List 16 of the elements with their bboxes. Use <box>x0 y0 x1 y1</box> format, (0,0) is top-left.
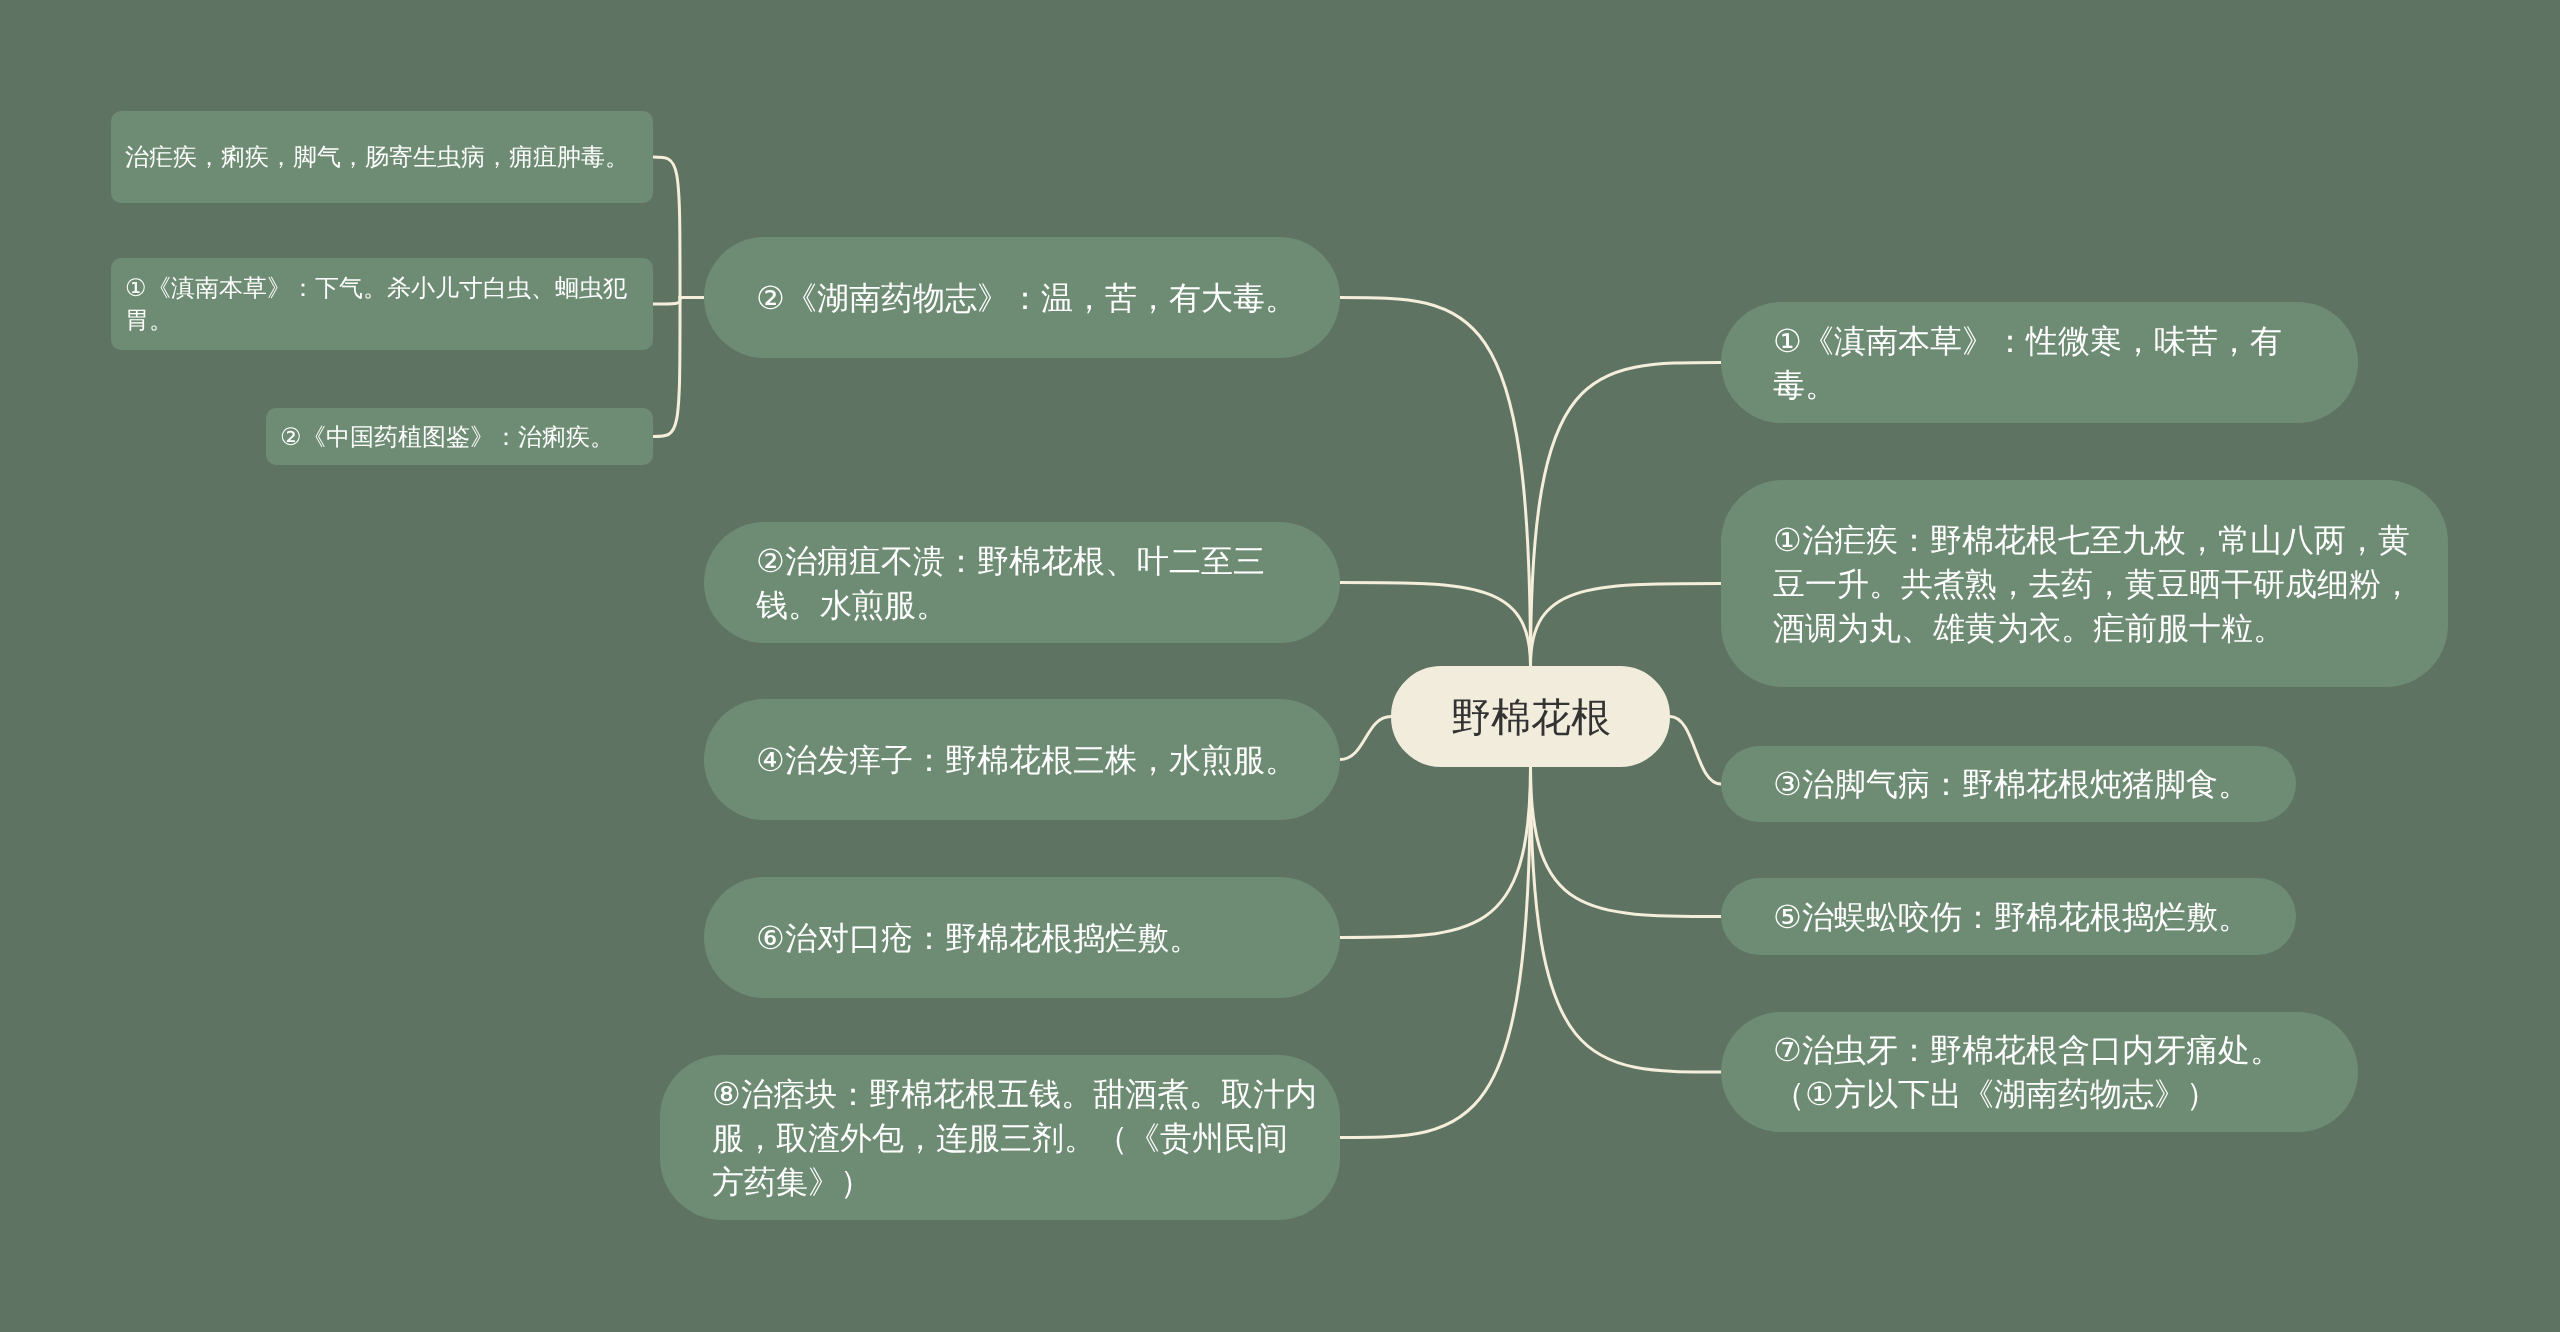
topic-pill: ⑧治痞块：野棉花根五钱。甜酒煮。取汁内服，取渣外包，连服三剂。（《贵州民间方药集》） <box>660 1055 1340 1220</box>
topic-pill: ⑦治虫牙：野棉花根含口内牙痛处。（①方以下出《湖南药物志》） <box>1721 1012 2358 1132</box>
topic-pill: ②《湖南药物志》：温，苦，有大毒。 <box>704 237 1340 358</box>
topic-pill: ④治发痒子：野棉花根三株，水煎服。 <box>704 699 1340 820</box>
connector-line <box>1339 715 1392 761</box>
subtopic-box: 治疟疾，痢疾，脚气，肠寄生虫病，痈疽肿毒。 <box>111 111 653 203</box>
topic-pill: ①治疟疾：野棉花根七至九枚，常山八两，黄豆一升。共煮熟，去药，黄豆晒干研成细粉，酒调为丸、雄黄为衣。疟前服十粒。 <box>1721 480 2448 687</box>
topic-pill: ⑥治对口疮：野棉花根捣烂敷。 <box>704 877 1340 998</box>
subtopic-box: ①《滇南本草》：下气。杀小儿寸白虫、蛔虫犯胃。 <box>111 258 653 350</box>
central-topic: 野棉花根 <box>1391 666 1670 767</box>
topic-pill: ①《滇南本草》：性微寒，味苦，有毒。 <box>1721 302 2358 423</box>
topic-pill: ③治脚气病：野棉花根炖猪脚食。 <box>1721 746 2296 822</box>
connector-line <box>1669 715 1722 786</box>
topic-pill: ②治痈疽不溃：野棉花根、叶二至三钱。水煎服。 <box>704 522 1340 643</box>
topic-pill: ⑤治蜈蚣咬伤：野棉花根捣烂敷。 <box>1721 878 2296 955</box>
subtopic-box: ②《中国药植图鉴》：治痢疾。 <box>266 408 653 465</box>
